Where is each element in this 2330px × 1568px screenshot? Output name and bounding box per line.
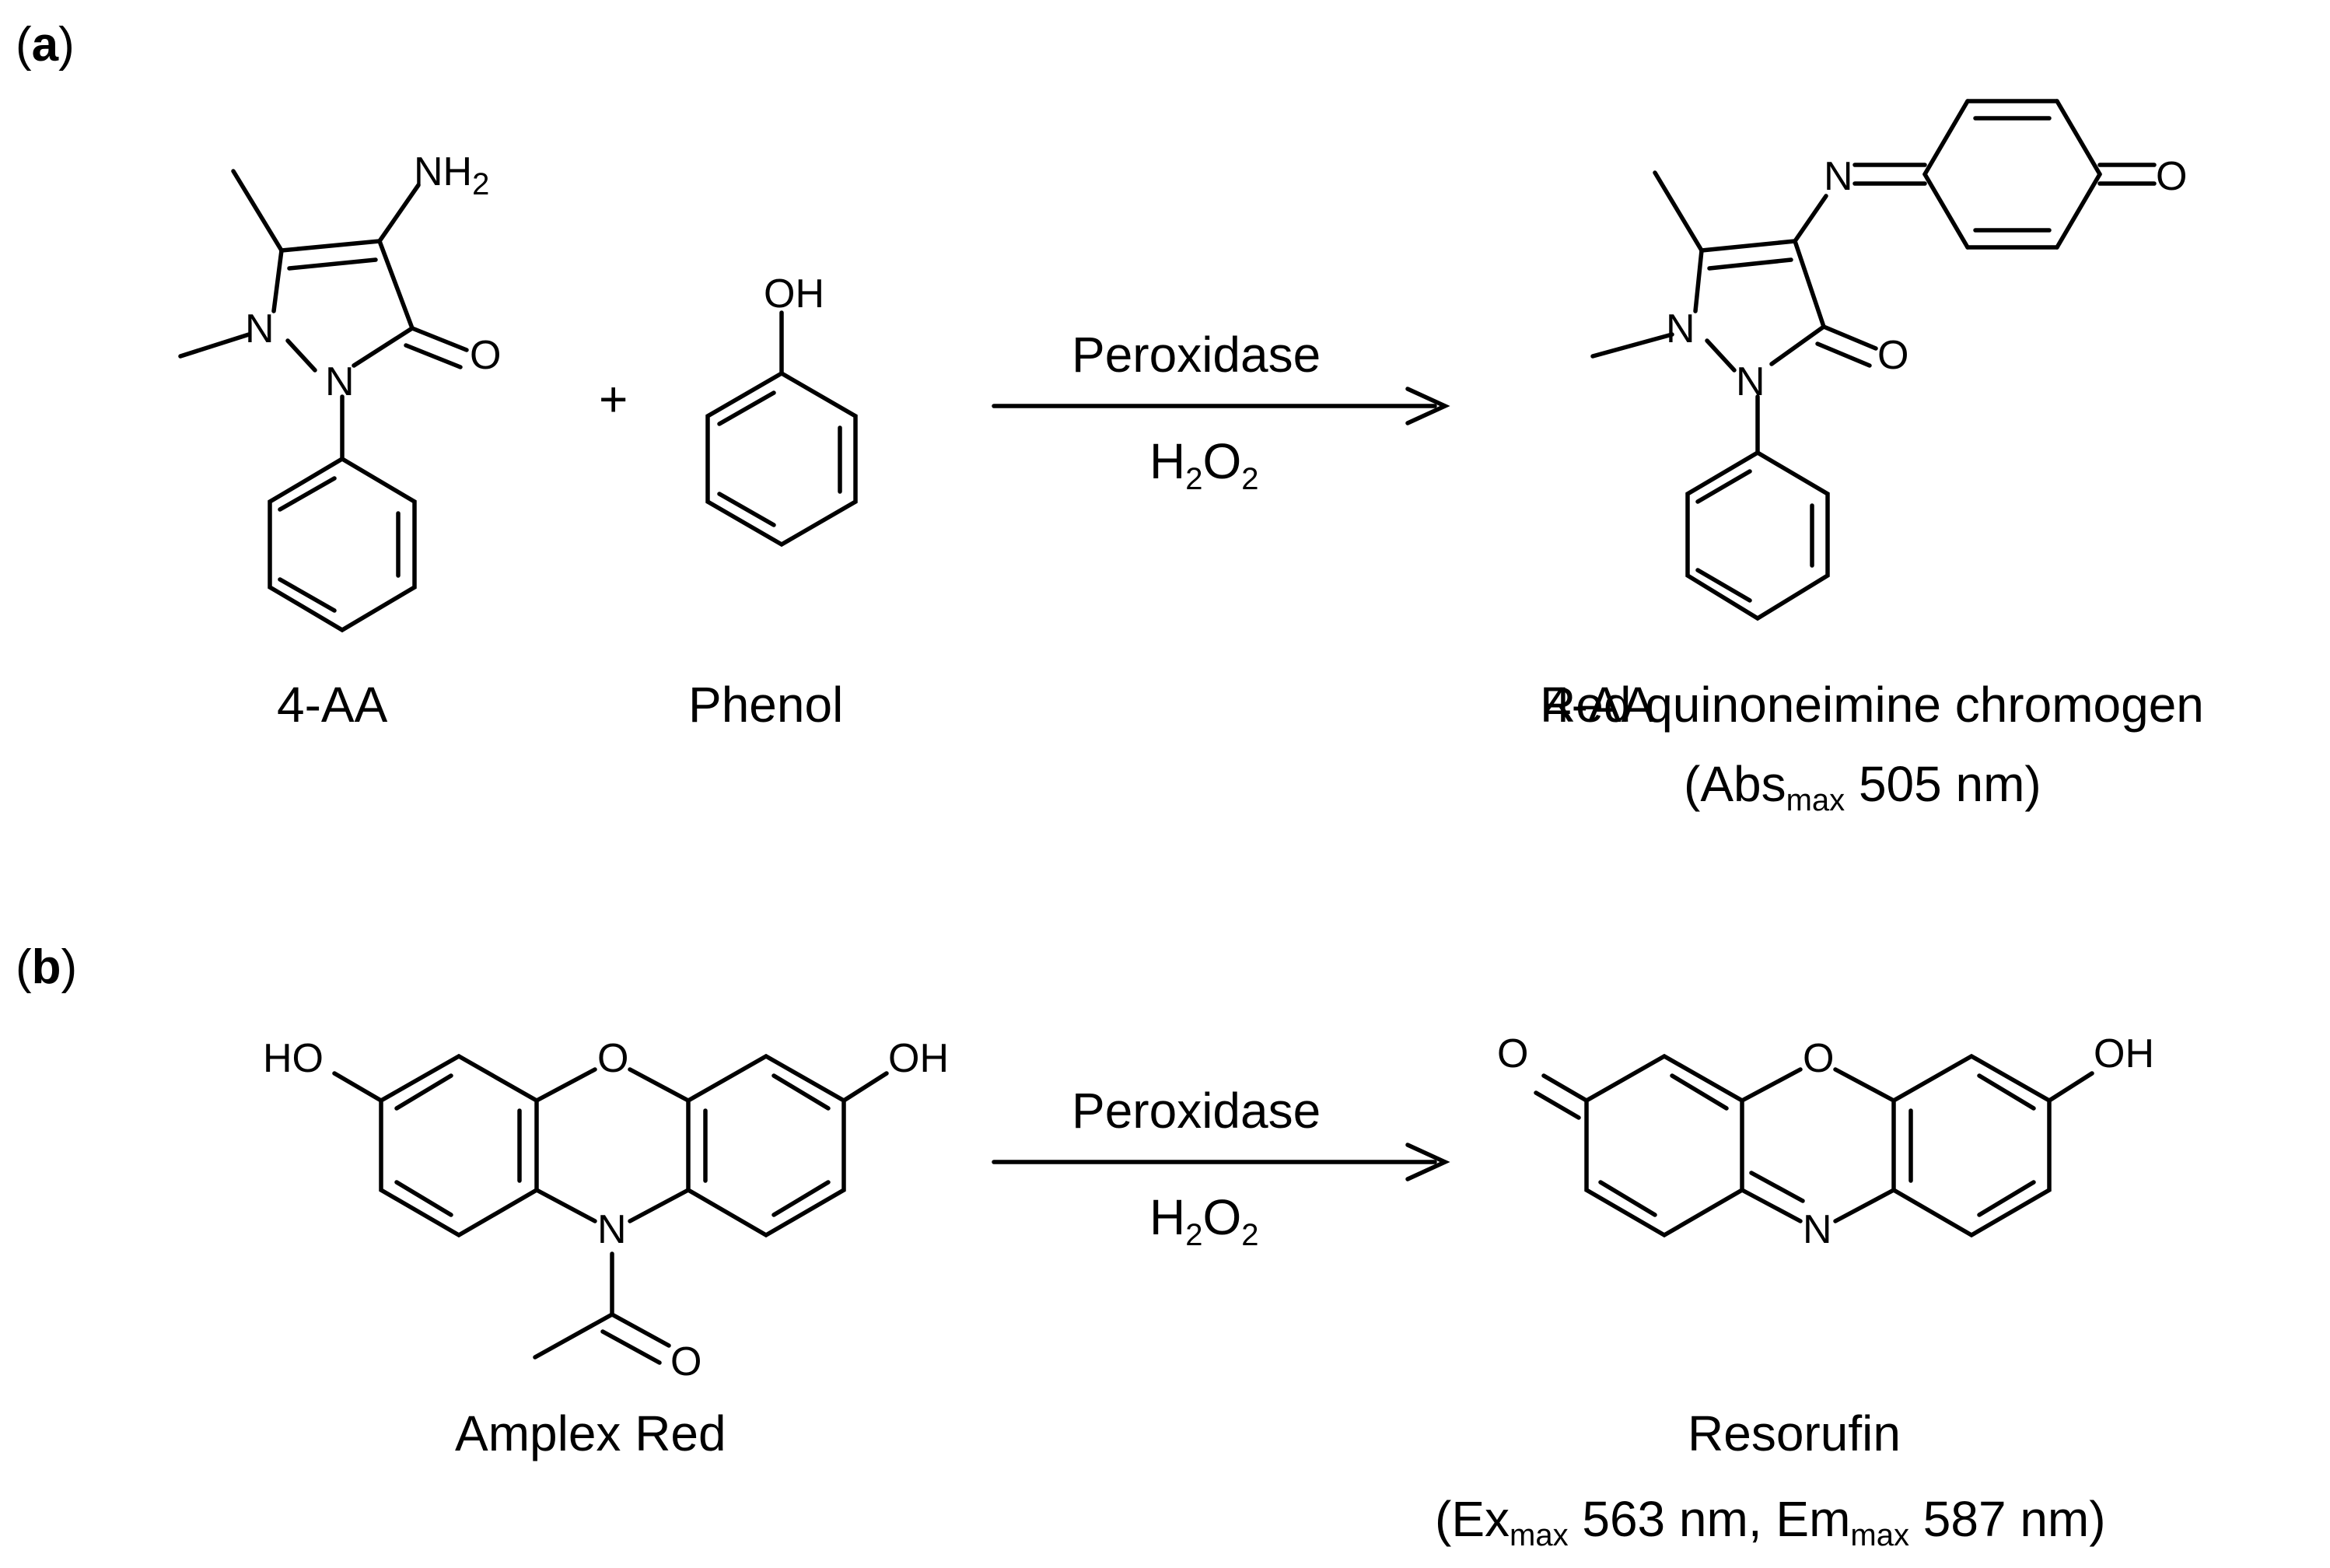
- atom-n1: N: [1666, 306, 1695, 352]
- reactant-phenol-name: Phenol: [688, 677, 843, 733]
- atom-n2: N: [1736, 359, 1765, 404]
- structure-4-aa: N N O NH2: [178, 149, 501, 633]
- atom-o-bridge: O: [597, 1036, 628, 1081]
- atom-o-quinone: O: [2156, 154, 2187, 199]
- panel-b-label: (b): [16, 940, 77, 994]
- product-b-name: Resorufin: [1688, 1405, 1901, 1461]
- structure-phenol: OH: [705, 271, 858, 548]
- product-a-name: Red quinoneimine chromogen: [1540, 677, 2204, 733]
- reactant-b-name: Amplex Red: [455, 1405, 726, 1461]
- plus-sign: +: [599, 371, 628, 427]
- reactant-4aa-name: 4-AA: [277, 677, 388, 733]
- atom-oh: OH: [764, 271, 824, 317]
- reaction-arrow-b: [992, 1143, 1450, 1181]
- atom-nh2: NH2: [414, 149, 489, 201]
- atom-n2: N: [325, 359, 355, 404]
- atom-o-keto: O: [1497, 1031, 1528, 1076]
- structure-amplex-red: O N HO OH O: [263, 1036, 949, 1384]
- atom-o-acetyl: O: [670, 1339, 701, 1384]
- atom-n-imine: N: [1824, 154, 1853, 199]
- atom-n1: N: [245, 306, 275, 352]
- enzyme-label-a: Peroxidase: [1072, 327, 1321, 383]
- panel-a-label: (a): [16, 18, 75, 72]
- atom-oh: OH: [888, 1036, 949, 1081]
- structure-resorufin: O N O OH: [1497, 1031, 2154, 1252]
- atom-ho: HO: [263, 1036, 324, 1081]
- cofactor-label-a: H2O2: [1149, 433, 1259, 496]
- cofactor-label-b: H2O2: [1149, 1189, 1259, 1252]
- atom-o: O: [1877, 333, 1908, 378]
- product-a-note: (Absmax 505 nm): [1684, 756, 2041, 817]
- atom-oh: OH: [2094, 1031, 2154, 1076]
- structure-quinoneimine: N N O N O: [1590, 99, 2187, 621]
- atom-o: O: [470, 333, 501, 378]
- atom-n-bridge: N: [1803, 1207, 1832, 1252]
- enzyme-label-b: Peroxidase: [1072, 1083, 1321, 1139]
- reaction-arrow-a: [992, 387, 1450, 425]
- atom-n-bridge: N: [597, 1207, 627, 1252]
- product-b-note: (Exmax 563 nm, Emmax 587 nm): [1435, 1491, 2106, 1552]
- atom-o-bridge: O: [1803, 1036, 1834, 1081]
- reactant1-label-a: 4-AA: [1544, 677, 1655, 733]
